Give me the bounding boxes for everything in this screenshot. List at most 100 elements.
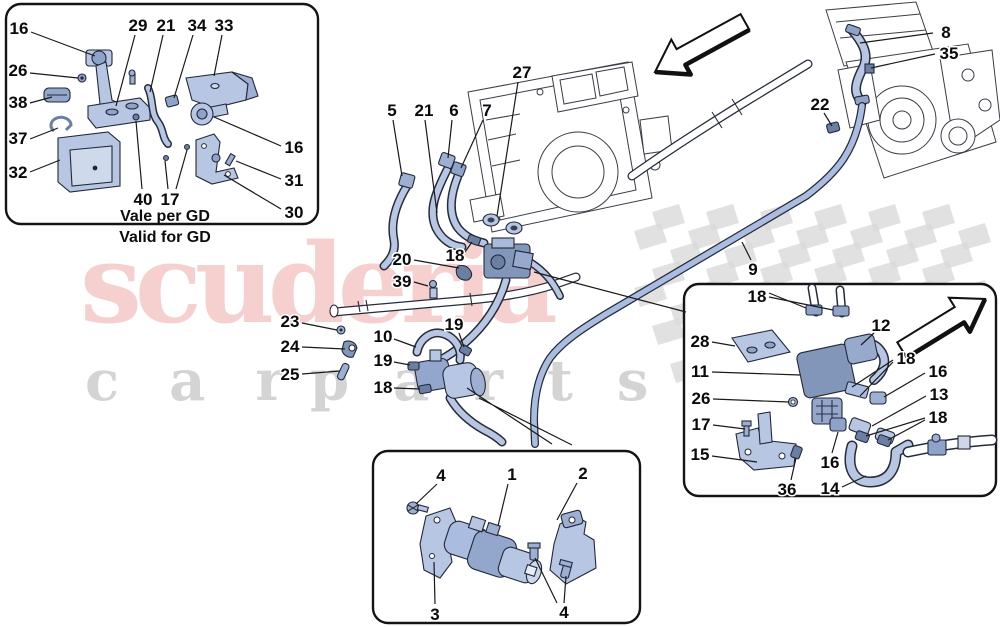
callout-37: 37 <box>7 127 59 150</box>
callout-leader-line <box>887 419 926 441</box>
callout-leader-line <box>556 482 578 521</box>
callout-leader-line <box>712 398 790 403</box>
callout-number: 16 <box>929 362 948 381</box>
callout-33: 33 <box>213 15 235 77</box>
callout-leader-line <box>223 174 282 210</box>
metal-pipe-upper <box>627 59 813 181</box>
callout-number: 19 <box>445 315 464 334</box>
callout-leader-line <box>301 322 338 331</box>
callout-leader-line <box>883 372 926 398</box>
direction-arrow-front <box>653 12 751 77</box>
callout-22: 22 <box>809 94 833 127</box>
direction-arrow-inset <box>895 296 988 360</box>
callout-leader-line <box>173 34 194 99</box>
callout-leader-line <box>790 457 797 481</box>
callout-leader-line <box>213 116 282 147</box>
watermark-word-parts: parts <box>310 348 692 414</box>
callout-4: 4 <box>415 465 448 505</box>
inset-leader-lines <box>466 271 687 446</box>
callout-15: 15 <box>689 444 758 466</box>
callout-number: 34 <box>188 16 207 35</box>
callout-9: 9 <box>741 241 759 281</box>
callout-leader-line <box>563 575 567 604</box>
callout-19: 19 <box>443 314 465 348</box>
callout-number: 16 <box>285 138 304 157</box>
callout-21: 21 <box>149 15 177 93</box>
callout-number: 17 <box>692 415 711 434</box>
callout-leader-line <box>741 241 752 261</box>
callout-number: 40 <box>134 190 153 209</box>
callout-2: 2 <box>556 463 589 521</box>
callout-leader-line <box>859 361 894 397</box>
callout-18: 18 <box>851 348 917 397</box>
callout-18: 18 <box>444 241 473 267</box>
note-line-italian: Vale per GD <box>120 208 210 225</box>
callout-leader-line <box>29 96 53 104</box>
callout-leader-line <box>115 34 136 107</box>
callout-number: 9 <box>748 260 757 279</box>
callout-39: 39 <box>391 271 429 293</box>
callout-20: 20 <box>391 249 460 271</box>
callout-number: 26 <box>9 61 28 80</box>
callout-1: 1 <box>497 464 518 527</box>
callout-leader-line <box>413 281 429 287</box>
callout-7: 7 <box>460 100 493 169</box>
callout-34: 34 <box>173 15 208 99</box>
callout-24: 24 <box>279 336 346 358</box>
callout-leader-line <box>841 475 867 488</box>
engine-water-hose-8 <box>826 23 875 134</box>
callout-leader-line <box>149 34 164 93</box>
callout-leader-line <box>30 31 96 57</box>
callout-8: 8 <box>859 22 952 44</box>
callout-leader-line <box>464 241 473 253</box>
callout-25: 25 <box>279 364 341 386</box>
callout-number: 35 <box>940 44 959 63</box>
callout-number: 11 <box>691 362 709 381</box>
callout-18: 18 <box>372 377 421 399</box>
callout-number: 8 <box>941 23 950 42</box>
callout-21: 21 <box>413 100 438 214</box>
callout-30: 30 <box>223 174 305 224</box>
callout-36: 36 <box>776 457 798 501</box>
callout-number: 1 <box>507 465 516 484</box>
callout-5: 5 <box>386 100 403 177</box>
callout-6: 6 <box>447 100 460 159</box>
pump-detail-drawing <box>406 501 597 585</box>
callout-40: 40 <box>132 120 154 211</box>
callout-19: 19 <box>372 350 411 372</box>
callout-number: 21 <box>415 101 434 120</box>
callout-number: 10 <box>374 327 393 346</box>
coolant-pipe-9 <box>530 102 866 448</box>
callout-number: 15 <box>691 445 710 464</box>
checker-cell <box>634 223 667 250</box>
callout-17: 17 <box>690 414 746 436</box>
callout-number: 18 <box>748 287 767 306</box>
heater-unit-drawing <box>467 61 673 233</box>
callout-number: 3 <box>430 605 439 624</box>
callout-16: 16 <box>8 18 96 57</box>
callout-leader-line <box>871 395 927 427</box>
callout-number: 5 <box>387 101 396 120</box>
callout-number: 29 <box>129 16 148 35</box>
callout-27: 27 <box>496 62 533 217</box>
callout-leader-line <box>424 119 438 214</box>
checker-cell <box>652 318 685 345</box>
callout-leader-line <box>859 32 934 44</box>
callout-number: 28 <box>691 332 710 351</box>
callout-number: 33 <box>215 16 234 35</box>
callout-23: 23 <box>279 311 338 333</box>
callout-leader-line <box>711 341 736 347</box>
callout-leader-line <box>711 371 801 376</box>
callout-leader-line <box>393 387 421 390</box>
callout-leader-line <box>301 370 341 375</box>
callout-16: 16 <box>883 361 949 398</box>
callout-number: 39 <box>393 272 412 291</box>
callout-leader-line <box>415 483 438 505</box>
callout-leader-line <box>29 72 79 79</box>
callout-number: 17 <box>161 190 180 209</box>
callout-leader-line <box>860 332 875 346</box>
callout-number: 18 <box>929 408 948 427</box>
callout-number: 6 <box>449 101 458 120</box>
callout-leader-line <box>497 483 509 527</box>
